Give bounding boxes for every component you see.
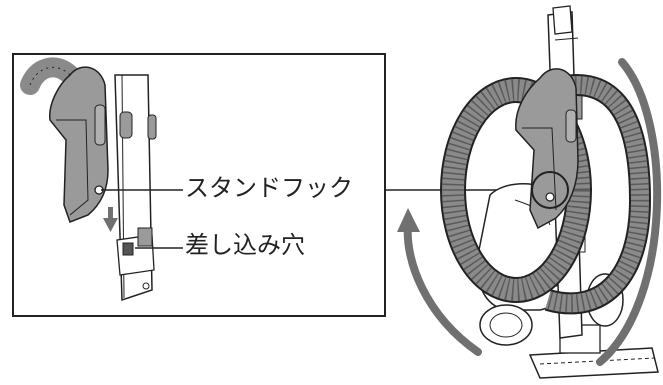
- stand-hook-highlight-circle: [531, 171, 569, 209]
- downward-arrow-icon: [103, 207, 118, 232]
- rotation-arrow-left: [403, 221, 482, 356]
- insertion-hole: [122, 242, 134, 256]
- inset-stand-hook: [49, 66, 109, 223]
- handle-grip: [515, 68, 579, 230]
- stand-hook-label: スタンドフック: [185, 174, 353, 202]
- rotation-arrow-right: [596, 58, 662, 366]
- coiled-hose: [440, 74, 652, 315]
- rear-wheel: [479, 304, 533, 346]
- inset-pipe: [114, 74, 157, 302]
- rotation-arrowhead-icon: [397, 208, 420, 232]
- vacuum-cleaner-illustration: [440, 5, 659, 379]
- insertion-hole-label: 差し込み穴: [185, 231, 305, 259]
